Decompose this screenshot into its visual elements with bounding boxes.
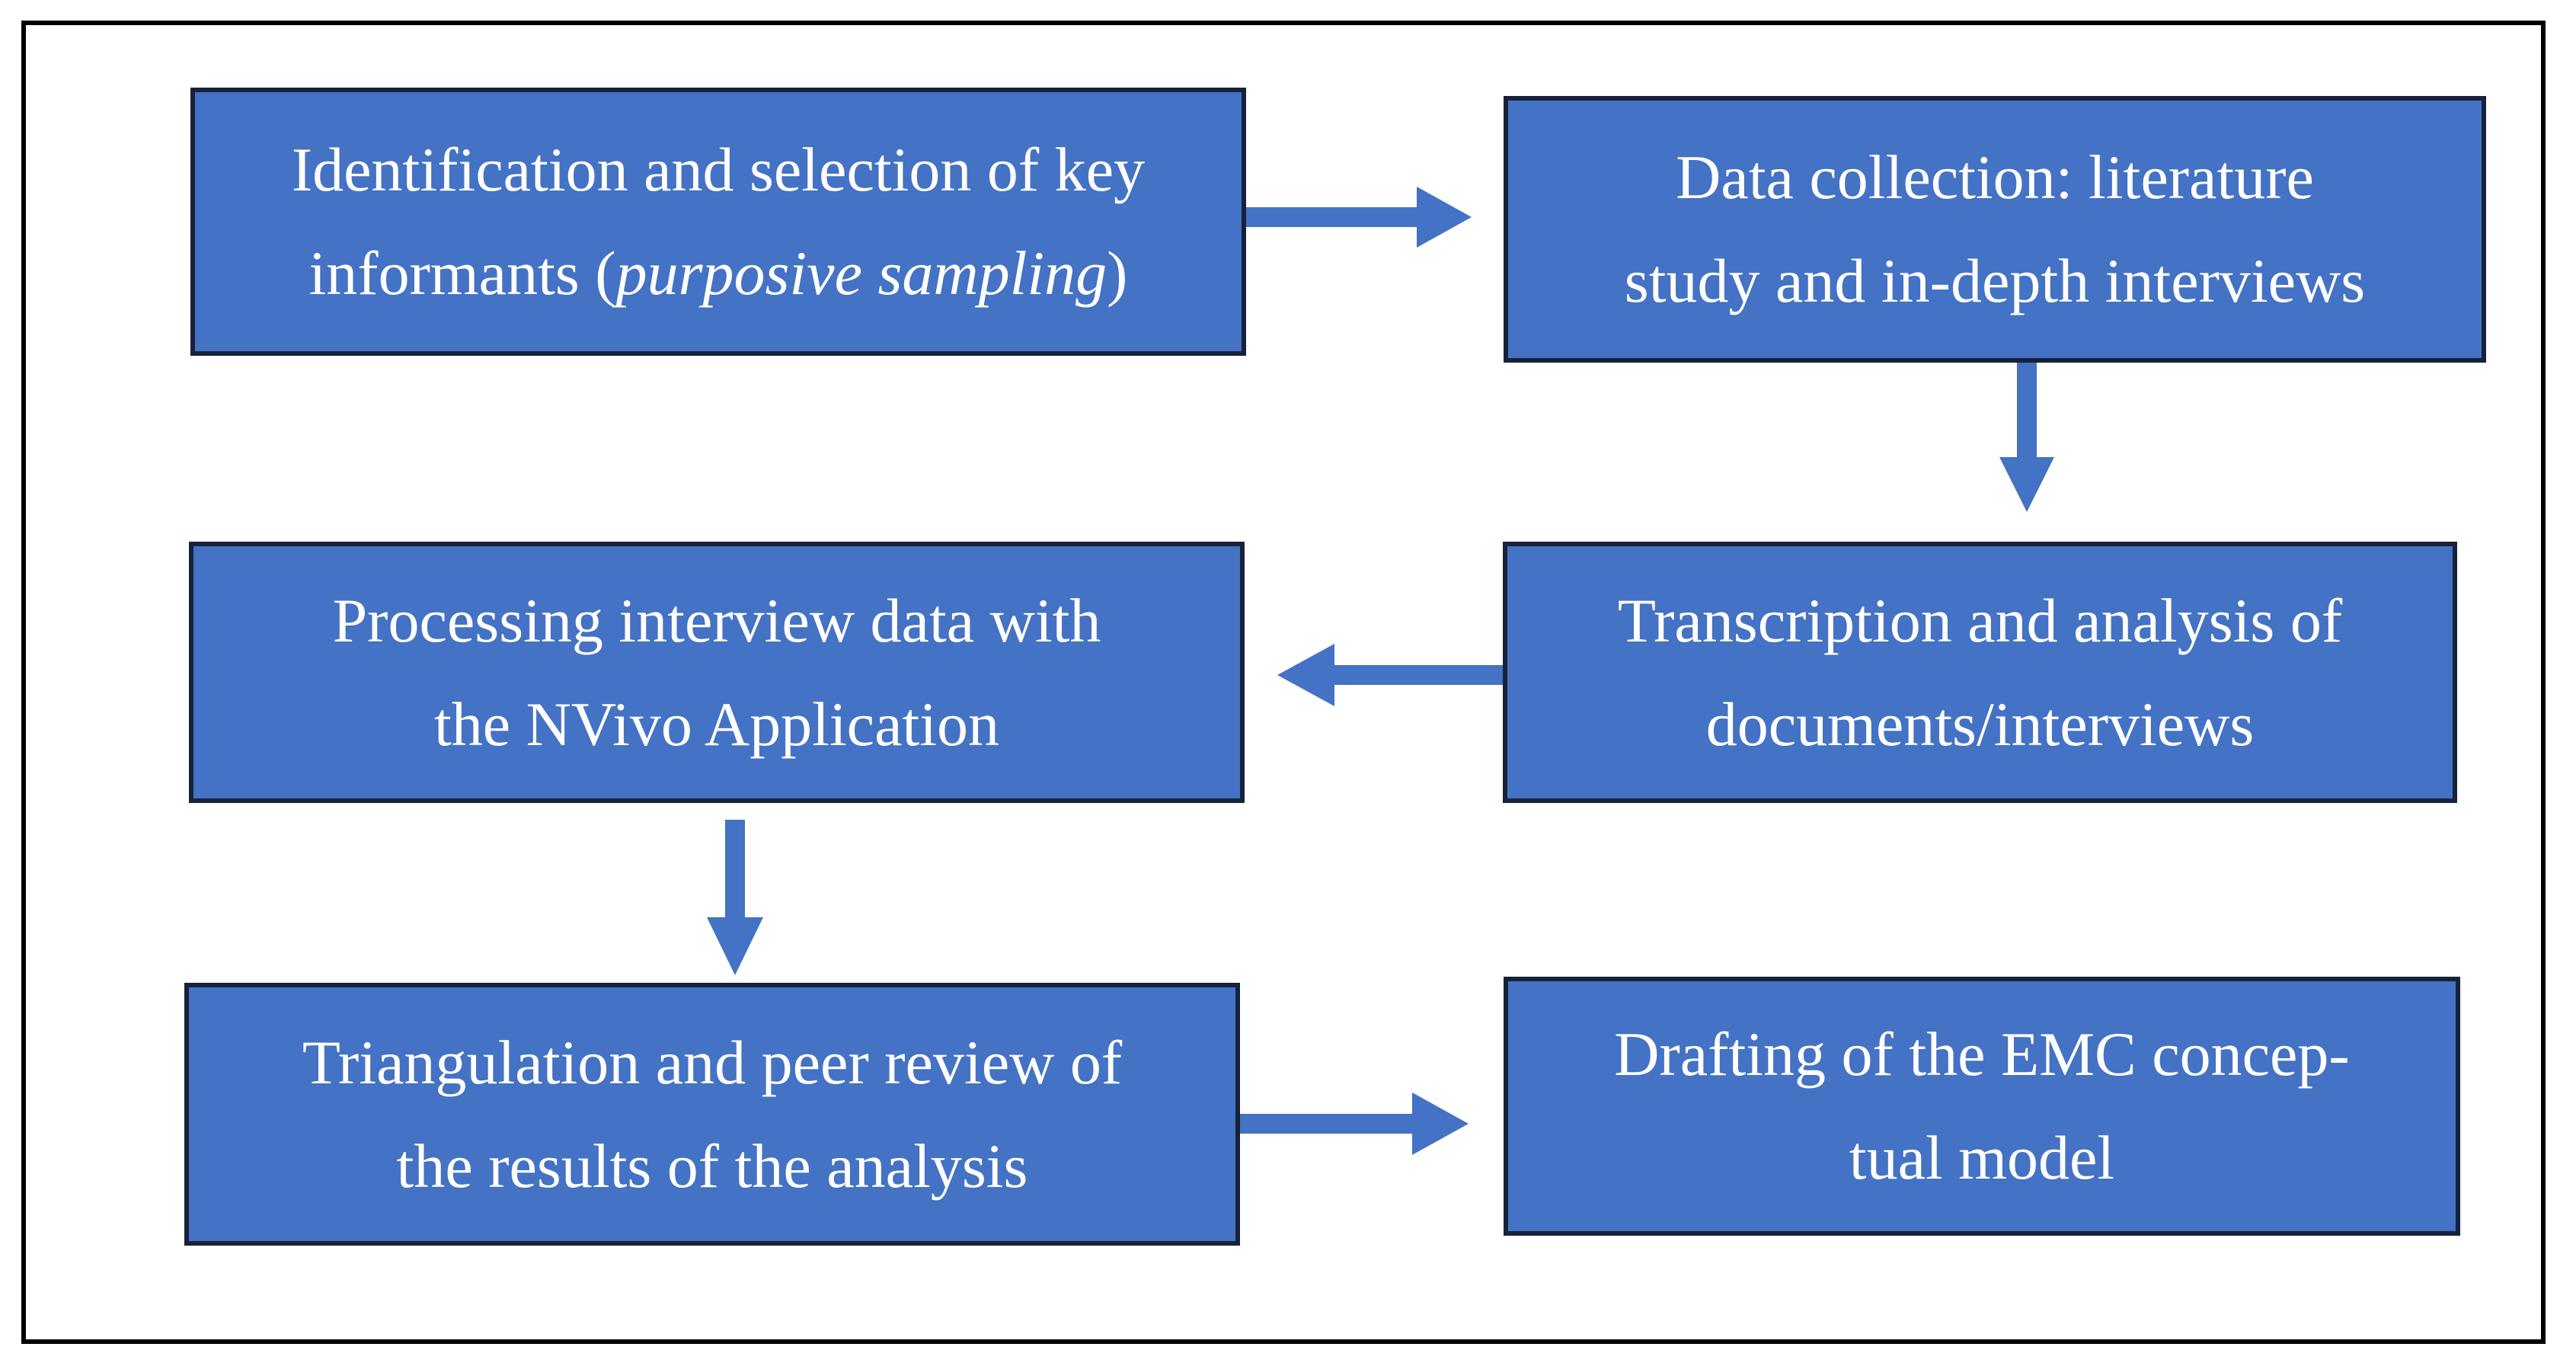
step-processing-box: Processing interview data with the NVivo… [189, 542, 1245, 803]
step-data-collection-line1: Data collection: literature [1676, 142, 2314, 212]
step-triangulation-box: Triangulation and peer review of the res… [184, 983, 1240, 1246]
step-identification-line1: Identification and selection of key [291, 135, 1146, 204]
arrow-transcription-to-processing [1277, 644, 1503, 706]
step-drafting-line1: Drafting of the EMC concep- [1614, 1019, 2350, 1089]
step-processing-line2: the NVivo Application [433, 689, 1000, 759]
step-data-collection-line2: study and in-depth interviews [1624, 246, 2366, 315]
step-processing-line1: Processing interview data with [332, 585, 1101, 655]
arrow-triangulation-to-drafting [1240, 1092, 1469, 1155]
purposive-sampling-italic: purposive sampling [615, 238, 1107, 308]
step-drafting-line2: tual model [1849, 1123, 2115, 1192]
step-data-collection-box: Data collection: literature study and in… [1504, 96, 2486, 363]
step-transcription-box: Transcription and analysis of documents/… [1503, 542, 2457, 803]
step-identification-line2: informants (purposive sampling) [308, 238, 1128, 308]
step-transcription-line1: Transcription and analysis of [1617, 585, 2343, 655]
step-drafting-box: Drafting of the EMC concep- tual model [1504, 977, 2460, 1236]
step-identification-box: Identification and selection of key info… [190, 88, 1246, 356]
step-transcription-line2: documents/interviews [1705, 689, 2255, 759]
arrow-processing-to-triangulation [707, 820, 763, 975]
step-triangulation-line1: Triangulation and peer review of [302, 1027, 1123, 1097]
step-triangulation-line2: the results of the analysis [396, 1131, 1028, 1201]
diagram-frame [21, 21, 2546, 1344]
arrow-data-collection-to-transcription [1999, 363, 2054, 512]
arrow-identification-to-data-collection [1246, 187, 1472, 248]
